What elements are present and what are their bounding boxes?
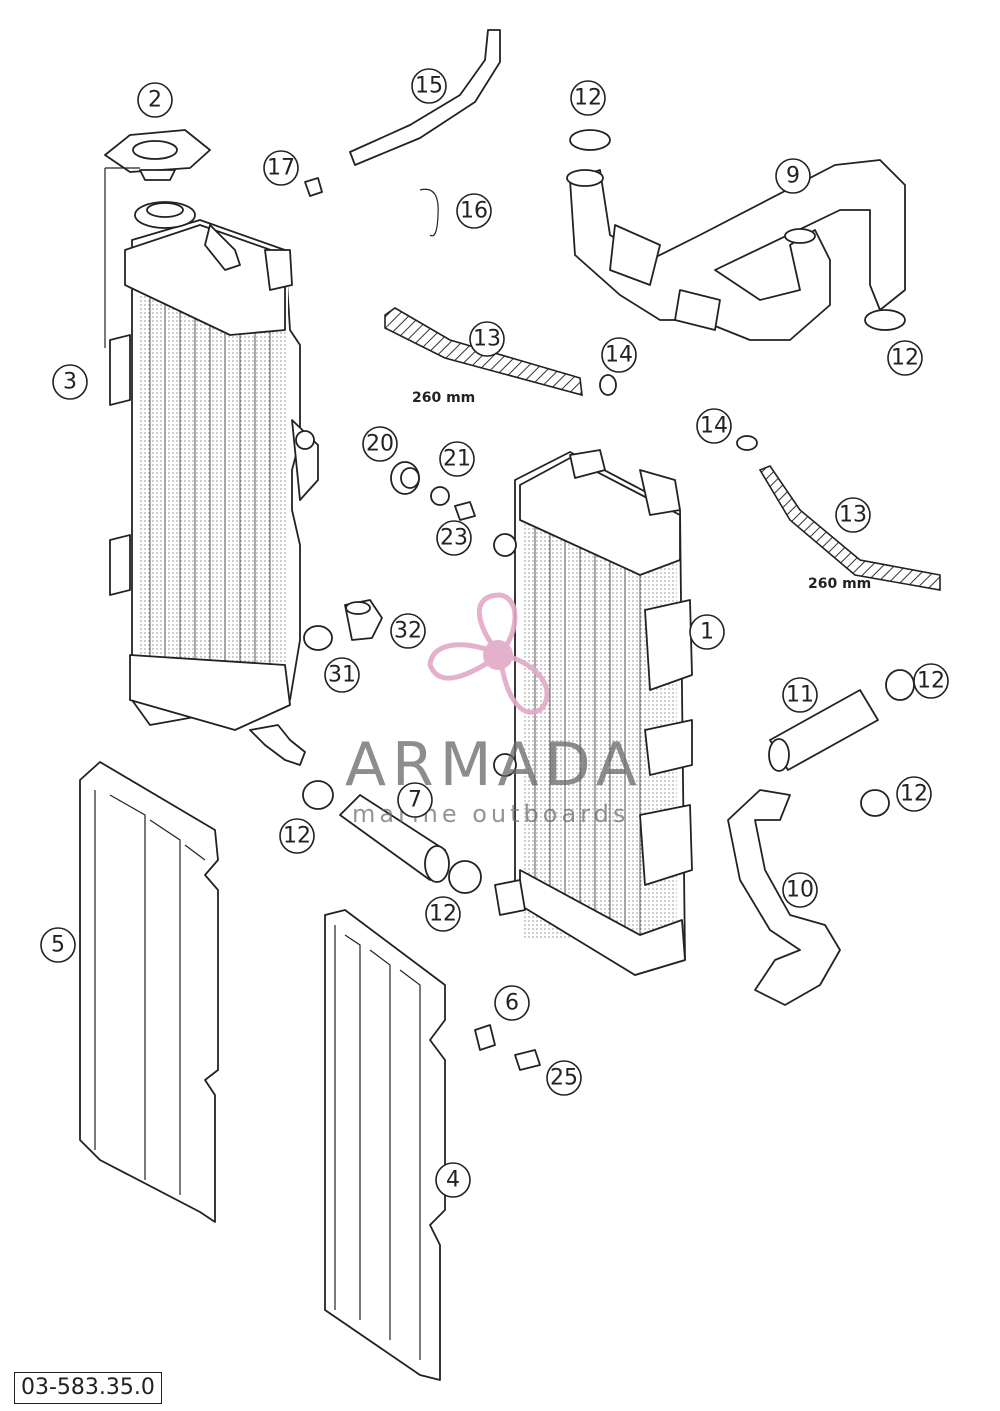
dimension-label-upper: 260 mm [412,390,475,406]
svg-text:5: 5 [51,933,65,958]
coolant-y-hose [566,159,906,341]
grommet-20 [390,461,420,495]
drawing-code-label: 03-583.35.0 [14,1372,162,1404]
screw-25 [514,1049,541,1071]
hose-10 [727,789,841,1006]
callout-20: 20 [362,426,398,462]
callout-11: 11 [782,677,818,713]
screw-17 [304,177,323,197]
callout-6: 6 [494,985,530,1021]
svg-text:10: 10 [786,878,814,903]
callout-9: 9 [775,158,811,194]
callout-23: 23 [436,520,472,556]
svg-text:4: 4 [446,1168,460,1193]
clamp-14-upper [599,374,617,396]
svg-text:12: 12 [574,86,602,111]
svg-text:12: 12 [283,824,311,849]
svg-text:12: 12 [900,782,928,807]
svg-text:13: 13 [473,327,501,352]
plug-32 [344,599,383,641]
svg-text:2: 2 [148,88,162,113]
callout-12: 12 [279,818,315,854]
radiator-cap [104,129,211,348]
callout-7: 7 [397,782,433,818]
callout-1: 1 [689,614,725,650]
dimension-label-right: 260 mm [808,576,871,592]
watermark-logo: ARMADA marine outboards [345,592,643,828]
right-radiator [493,449,693,976]
screw-23 [454,501,476,521]
svg-text:9: 9 [786,164,800,189]
svg-text:14: 14 [605,343,633,368]
left-radiator [109,201,319,766]
svg-text:12: 12 [917,669,945,694]
hose-7 [339,794,450,883]
clamp-14-right [736,435,758,451]
callout-17: 17 [263,150,299,186]
svg-text:17: 17 [267,156,295,181]
overflow-hose-right [758,465,941,591]
svg-text:21: 21 [443,447,471,472]
svg-text:31: 31 [328,663,356,688]
callout-14: 14 [601,337,637,373]
nut-6 [474,1024,496,1051]
callout-15: 15 [411,68,447,104]
o-ring-31 [303,625,333,651]
svg-text:1: 1 [700,620,714,645]
callout-21: 21 [439,441,475,477]
callout-5: 5 [40,927,76,963]
svg-text:3: 3 [63,370,77,395]
svg-text:6: 6 [505,991,519,1016]
svg-text:13: 13 [839,503,867,528]
svg-text:16: 16 [460,199,488,224]
propeller-icon [427,592,550,715]
watermark-brand: ARMADA [345,730,643,800]
callout-13: 13 [469,321,505,357]
callout-13: 13 [835,497,871,533]
svg-text:25: 25 [550,1066,578,1091]
callout-12: 12 [896,776,932,812]
clamps-12 [302,129,915,894]
washer-21 [430,486,450,506]
svg-text:12: 12 [429,902,457,927]
callout-10: 10 [782,872,818,908]
watermark-tagline: marine outboards [352,800,629,828]
callout-4: 4 [435,1162,471,1198]
svg-text:15: 15 [415,74,443,99]
callout-25: 25 [546,1060,582,1096]
callout-12: 12 [425,896,461,932]
callout-14: 14 [696,408,732,444]
svg-text:32: 32 [394,619,422,644]
radiator-shroud-center [324,909,446,1381]
hose-clip [419,188,439,237]
callout-12: 12 [570,80,606,116]
radiator-shroud-left [79,761,219,1223]
callout-12: 12 [887,340,923,376]
callout-2: 2 [137,82,173,118]
callout-32: 32 [390,613,426,649]
svg-text:14: 14 [700,414,728,439]
svg-text:23: 23 [440,526,468,551]
hose-11 [768,689,879,772]
callout-12: 12 [913,663,949,699]
breather-hose [349,29,501,166]
callout-16: 16 [456,193,492,229]
callout-3: 3 [52,364,88,400]
callout-31: 31 [324,657,360,693]
svg-text:7: 7 [408,788,422,813]
svg-text:11: 11 [786,683,814,708]
svg-text:12: 12 [891,346,919,371]
svg-text:20: 20 [366,432,394,457]
